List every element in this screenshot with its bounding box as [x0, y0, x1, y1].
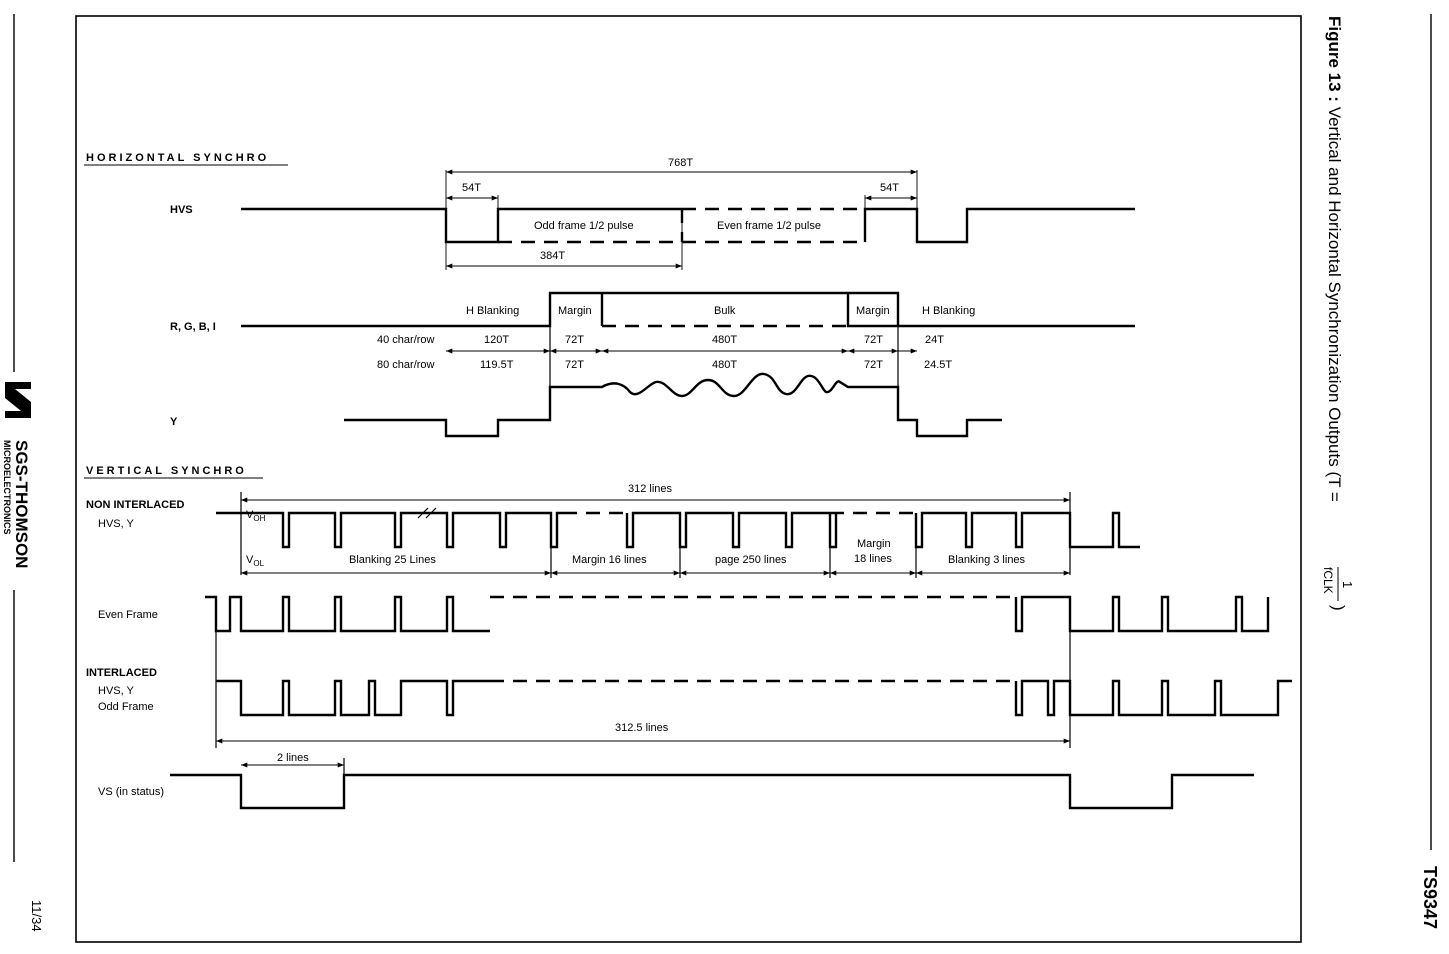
y-label: Y [170, 416, 178, 428]
row-40-v2: 72T [565, 334, 584, 346]
right-margin: TS9347 Figure 13 : Vertical and Horizont… [1321, 14, 1440, 929]
logo-brand: SGS-THOMSON [12, 440, 31, 568]
row-80-v3: 480T [712, 359, 737, 371]
hvs-y-label-1: HVS, Y [98, 518, 135, 530]
margin-18-label-b: 18 lines [854, 553, 892, 565]
row-80-v4: 72T [864, 359, 883, 371]
vs-status-label: VS (in status) [98, 786, 164, 798]
voh-label: VOH [246, 509, 266, 523]
row-40-v3: 480T [712, 334, 737, 346]
hvs-waveform [241, 207, 682, 244]
row-40-v1: 120T [484, 334, 509, 346]
h-blanking-right-label: H Blanking [922, 305, 975, 317]
total-768t-label: 768T [668, 157, 693, 169]
figure-title: Figure 13 : Vertical and Horizontal Sync… [1325, 16, 1344, 502]
vol-label: VOL [246, 554, 265, 568]
svg-text:1: 1 [1340, 581, 1355, 588]
st-logo-icon [5, 382, 31, 418]
hvs-y-label-2: HVS, Y [98, 685, 135, 697]
non-interlaced-label: NON INTERLACED [86, 499, 184, 511]
row-80-v5: 24.5T [924, 359, 952, 371]
blanking-3-label: Blanking 3 lines [948, 554, 1026, 566]
blanking-25-label: Blanking 25 Lines [349, 554, 436, 566]
page-number: 11/34 [29, 900, 44, 932]
margin-18-label-a: Margin [857, 538, 891, 550]
h-blanking-left-label: H Blanking [466, 305, 519, 317]
odd-frame-waveform [216, 679, 490, 717]
svg-text:fCLK: fCLK [1321, 567, 1335, 594]
two-lines-label: 2 lines [277, 752, 309, 764]
odd-frame-label: Odd Frame [98, 701, 154, 713]
interlaced-label: INTERLACED [86, 667, 157, 679]
page-250-label: page 250 lines [715, 554, 787, 566]
horizontal-section-title: HORIZONTAL SYNCHRO [86, 152, 269, 164]
non-interlaced-waveform [216, 511, 563, 549]
even-frame-waveform [205, 595, 490, 633]
vertical-section-title: VERTICAL SYNCHRO [86, 465, 247, 477]
total-312-lines-label: 312 lines [628, 483, 673, 495]
row-40-v4: 72T [864, 334, 883, 346]
total-312-5-lines-label: 312.5 lines [615, 722, 669, 734]
horizontal-synchro-section: HORIZONTAL SYNCHRO HVS R, G, B, I Y 768T… [84, 152, 1135, 438]
row-40-label: 40 char/row [377, 334, 435, 346]
part-number: TS9347 [1420, 866, 1440, 929]
vs-status-waveform [170, 773, 1254, 810]
y-waveform [344, 372, 1002, 438]
row-40-v5: 24T [925, 334, 944, 346]
row-80-v2: 72T [565, 359, 584, 371]
margin-left-label: Margin [558, 305, 592, 317]
half-384t-label: 384T [540, 250, 565, 262]
rgbi-label: R, G, B, I [170, 321, 216, 333]
odd-pulse-label: Odd frame 1/2 pulse [534, 220, 634, 232]
even-frame-label: Even Frame [98, 609, 158, 621]
margin-16-label: Margin 16 lines [572, 554, 647, 566]
pulse-left-label: 54T [462, 182, 481, 194]
vertical-synchro-section: VERTICAL SYNCHRO NON INTERLACED HVS, Y 3… [84, 465, 1292, 810]
formula: 1 fCLK ) [1321, 567, 1355, 611]
svg-text:): ) [1329, 605, 1348, 611]
margin-right-label: Margin [856, 305, 890, 317]
even-pulse-label: Even frame 1/2 pulse [717, 220, 821, 232]
pulse-right-label: 54T [880, 182, 899, 194]
hvs-label: HVS [170, 204, 193, 216]
logo-sub: MICROELECTRONICS [2, 440, 12, 535]
bulk-label: Bulk [714, 305, 736, 317]
row-80-label: 80 char/row [377, 359, 435, 371]
row-80-v1: 119.5T [480, 359, 514, 371]
left-margin: SGS-THOMSON MICROELECTRONICS 11/34 [2, 14, 44, 932]
figure-frame [75, 15, 1302, 943]
